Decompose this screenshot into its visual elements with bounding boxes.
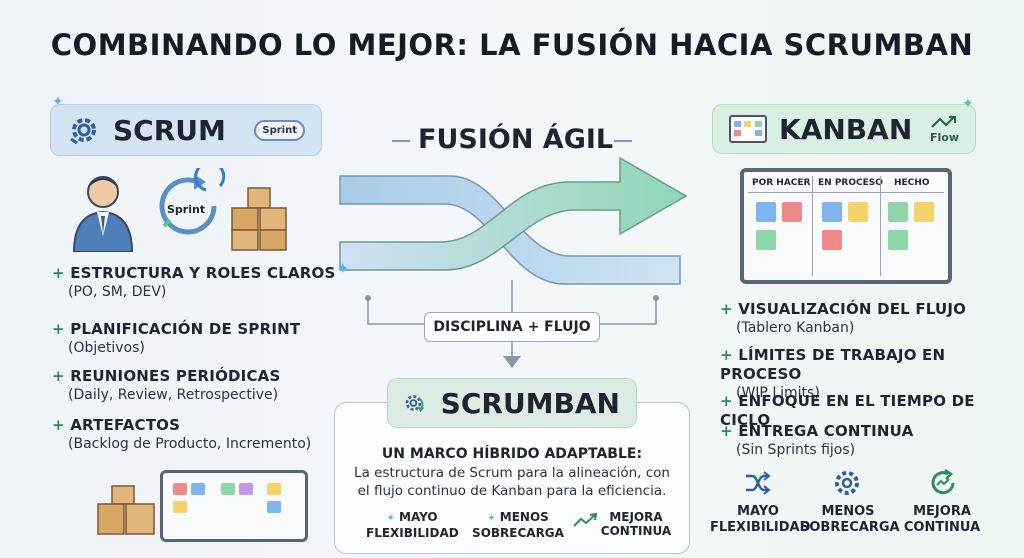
scrumban-description: La estructura de Scrum para la alineació… [354, 465, 670, 499]
scrum-item: ESTRUCTURA Y ROLES CLAROS (PO, SM, DEV) [52, 264, 336, 302]
page-title: COMBINANDO LO MEJOR: LA FUSIÓN HACIA SCR… [50, 28, 974, 62]
sticky-note [756, 230, 776, 250]
fusion-label: FUSIÓN ÁGIL [418, 124, 614, 155]
sticky-note [888, 230, 908, 250]
scrum-header: SCRUM Sprint [50, 104, 322, 156]
kanban-board-icon [729, 115, 767, 143]
boxes-icon [231, 187, 287, 251]
benefit-less-overload: ✦ MENOS SOBRECARGA [472, 510, 564, 540]
scrumban-label: SCRUMBAN [440, 386, 620, 420]
sparkle-icon: ✦ [52, 94, 64, 110]
sticky-note [914, 202, 934, 222]
svg-text:✦: ✦ [336, 259, 349, 278]
kanban-header: KANBAN Flow [712, 104, 976, 154]
benefit-flexibility: MAYO FLEXIBILIDAD [710, 504, 811, 535]
scrumban-headline: UN MARCO HÍBRIDO ADAPTABLE: [381, 446, 643, 462]
kanban-item: ENTREGA CONTINUA (Sin Sprints fijos) [720, 422, 913, 460]
sprint-cycle-icon [159, 168, 226, 235]
sticky-note [822, 202, 842, 222]
gear-icon [70, 118, 96, 145]
sticky-note [822, 230, 842, 250]
benefit-less-overload: MENOS SOBRECARGA [800, 504, 900, 535]
benefit-flexibility: ✦ MAYO FLEXIBILIDAD [366, 510, 459, 540]
benefit-continuous-improvement: MEJORA CONTINUA [903, 504, 981, 535]
connector-lines [365, 280, 659, 368]
flow-arrows-icon [931, 115, 957, 128]
discipline-flow-pill: DISCIPLINA + FLUJO [424, 312, 600, 342]
column-header: POR HACER [752, 178, 811, 188]
sprint-badge: Sprint [254, 119, 305, 141]
scrum-item: ARTEFACTOS (Backlog de Producto, Increme… [52, 416, 311, 454]
sticky-note [756, 202, 776, 222]
flow-badge: Flow [930, 115, 959, 144]
scrum-item: REUNIONES PERIÓDICAS (Daily, Review, Ret… [52, 367, 280, 405]
column-header: EN PROCESO [818, 178, 883, 188]
cycle-arrows-icon [931, 468, 955, 495]
gear-icon [835, 471, 859, 495]
column-header: HECHO [894, 178, 930, 188]
kanban-item: VISUALIZACIÓN DEL FLUJO (Tablero Kanban) [720, 300, 966, 338]
gear-flow-icon [405, 395, 425, 413]
sparkle-icon: ✦ [962, 96, 974, 112]
person-icon [72, 176, 134, 252]
scrumban-header: SCRUMBAN [387, 378, 637, 428]
trend-up-icon [573, 512, 598, 527]
sprint-cycle-label: Sprint [167, 203, 206, 216]
kanban-label: KANBAN [779, 112, 913, 146]
scrum-label: SCRUM [113, 113, 226, 147]
sticky-note [888, 202, 908, 222]
sticky-note [848, 202, 868, 222]
boxes-icon [97, 485, 155, 535]
sticky-note [782, 202, 802, 222]
mini-kanban-board-icon [160, 470, 308, 542]
fusion-arrows-icon: ✦ [336, 156, 688, 285]
benefit-continuous-improvement: MEJORA CONTINUA [600, 510, 672, 538]
scrum-item: PLANIFICACIÓN DE SPRINT (Objetivos) [52, 320, 300, 358]
shuffle-icon [746, 471, 771, 495]
kanban-board: POR HACER EN PROCESO HECHO [740, 168, 952, 284]
